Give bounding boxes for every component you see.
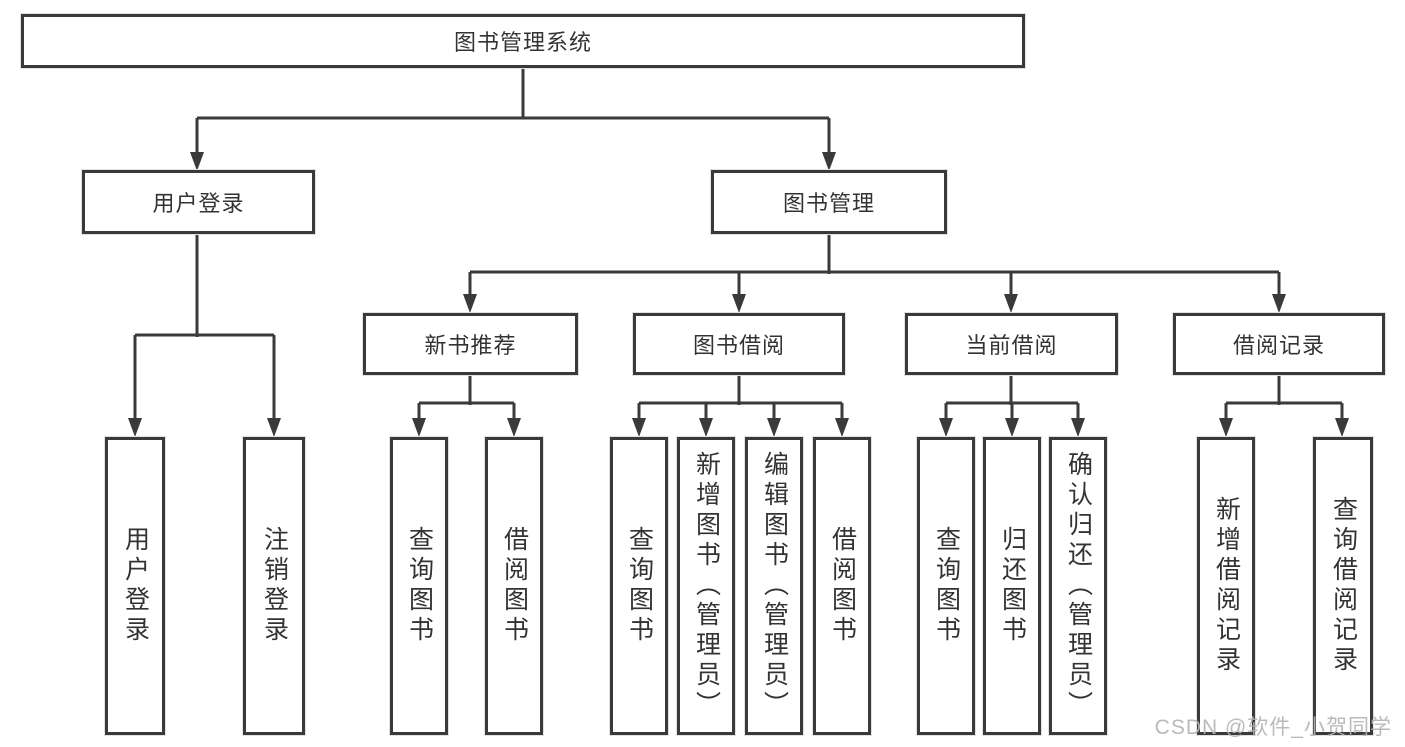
edge-new-book-rec-to-leaves — [412, 375, 521, 437]
leaf-search-books-2: 查询图书 — [610, 437, 668, 735]
node-new-book-rec: 新书推荐 — [363, 313, 578, 375]
arrowhead-down-icon — [1005, 418, 1019, 437]
edge-borrow-records-to-leaves — [1219, 375, 1349, 437]
edge-root-to-level2 — [190, 68, 836, 171]
node-user-login: 用户登录 — [82, 170, 315, 234]
arrowhead-down-icon — [732, 294, 746, 313]
arrowhead-down-icon — [632, 418, 646, 437]
edge-book-borrow-to-leaves — [632, 375, 849, 437]
arrowhead-down-icon — [412, 418, 426, 437]
leaf-confirm-return-admin: 确认归还（管理员） — [1049, 437, 1107, 735]
arrowhead-down-icon — [939, 418, 953, 437]
arrowhead-down-icon — [767, 418, 781, 437]
node-borrow-records: 借阅记录 — [1173, 313, 1385, 375]
arrowhead-down-icon — [822, 152, 836, 171]
leaf-search-borrow-record: 查询借阅记录 — [1313, 437, 1373, 735]
leaf-search-books-1: 查询图书 — [390, 437, 448, 735]
arrowhead-down-icon — [128, 418, 142, 437]
leaf-borrow-books-1: 借阅图书 — [485, 437, 543, 735]
arrowhead-down-icon — [190, 152, 204, 171]
edge-current-borrow-to-leaves — [939, 375, 1085, 437]
leaf-add-book-admin: 新增图书（管理员） — [677, 437, 735, 735]
watermark: CSDN @软件_小贺同学 — [1154, 716, 1392, 739]
node-root: 图书管理系统 — [21, 14, 1025, 68]
arrowhead-down-icon — [1335, 418, 1349, 437]
arrowhead-down-icon — [267, 418, 281, 437]
leaf-user-login: 用户登录 — [105, 437, 165, 735]
leaf-search-books-3: 查询图书 — [917, 437, 975, 735]
leaf-logout: 注销登录 — [243, 437, 305, 735]
arrowhead-down-icon — [1004, 294, 1018, 313]
arrowhead-down-icon — [463, 294, 477, 313]
arrowhead-down-icon — [1071, 418, 1085, 437]
edge-user-login-to-leaves — [128, 234, 281, 437]
arrowhead-down-icon — [1272, 294, 1286, 313]
arrowhead-down-icon — [1219, 418, 1233, 437]
node-book-borrow: 图书借阅 — [633, 313, 845, 375]
arrowhead-down-icon — [835, 418, 849, 437]
leaf-edit-book-admin: 编辑图书（管理员） — [745, 437, 803, 735]
edge-book-mgmt-to-level3 — [463, 234, 1286, 313]
arrowhead-down-icon — [699, 418, 713, 437]
node-book-mgmt: 图书管理 — [711, 170, 947, 234]
arrowhead-down-icon — [507, 418, 521, 437]
leaf-return-books: 归还图书 — [983, 437, 1041, 735]
leaf-add-borrow-record: 新增借阅记录 — [1197, 437, 1255, 735]
node-current-borrow: 当前借阅 — [905, 313, 1118, 375]
leaf-borrow-books-2: 借阅图书 — [813, 437, 871, 735]
